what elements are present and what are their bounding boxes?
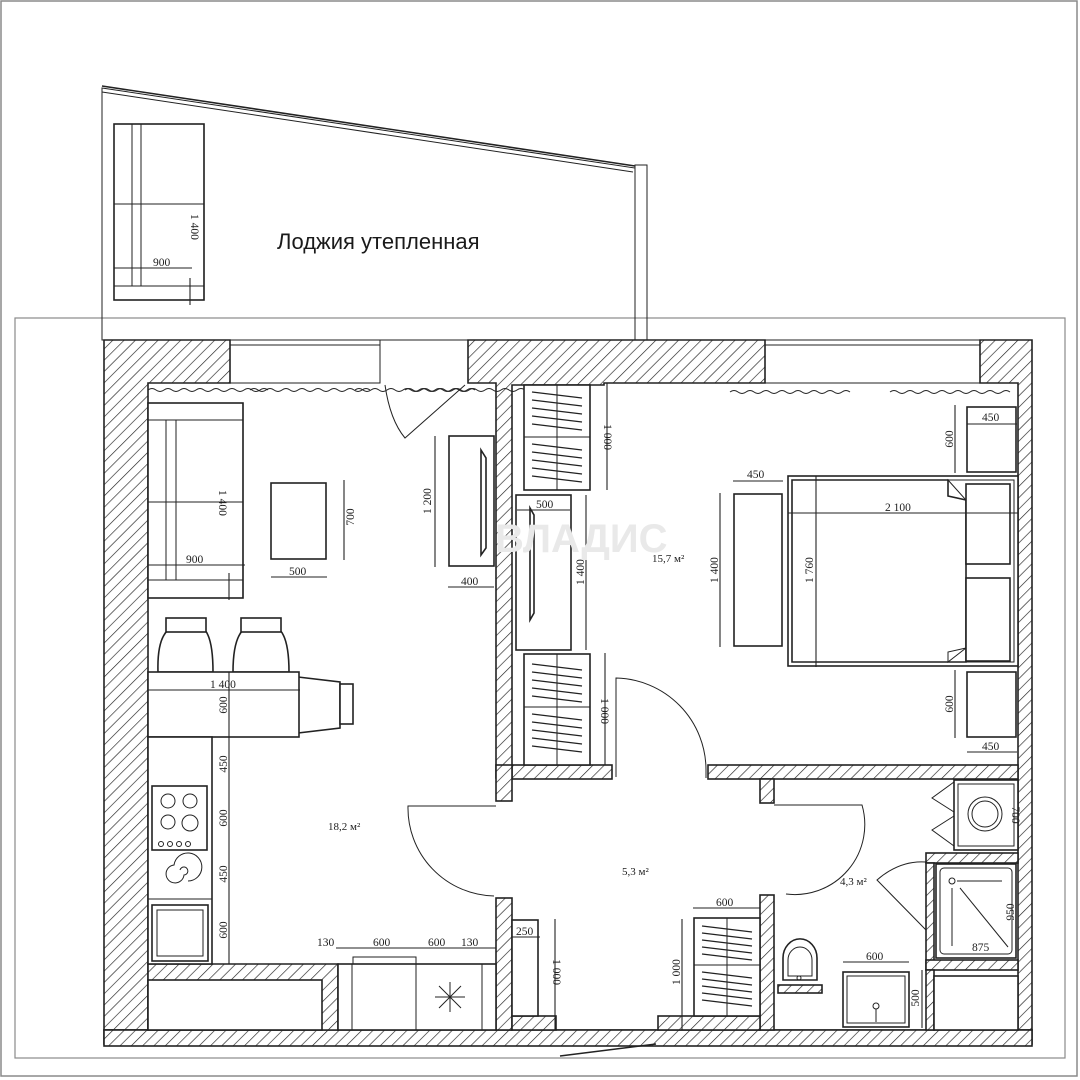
kitchen-seg-3-dim: 450	[218, 865, 230, 883]
stove	[151, 785, 208, 851]
dresser-width-dim: 450	[747, 469, 765, 481]
hallway-area: 5,3 м²	[622, 866, 649, 878]
hall-wardrobe	[693, 917, 761, 1017]
kitchen-bottom-1-dim: 130	[317, 937, 335, 949]
nightstand-bottom-width-dim: 450	[982, 741, 1000, 753]
hall-niche-length-dim: 1 000	[550, 959, 562, 985]
bathroom: 4,3 м² 700 875 950	[777, 778, 1021, 1031]
coffee-table-length-dim: 700	[345, 508, 357, 526]
nightstand-bottom-depth-dim: 600	[944, 695, 956, 713]
hall-niche-width-dim: 250	[516, 926, 534, 938]
loggia-title: Лоджия утепленная	[277, 229, 480, 254]
sofa-width-dim: 900	[186, 554, 204, 566]
entrance-door	[559, 1043, 657, 1057]
shower-width-dim: 875	[972, 942, 990, 954]
oven	[151, 904, 209, 962]
kitchen-bottom-units	[337, 963, 497, 1031]
kitchen-bottom-3-dim: 600	[428, 937, 446, 949]
wardrobe-top-length-dim: 1 000	[601, 424, 613, 450]
nightstand-top	[966, 406, 1017, 473]
coffee-table-width-dim: 500	[289, 566, 307, 578]
loggia: 900 1 400 Лоджия утепленная	[101, 85, 648, 341]
tv-unit-width-dim: 500	[536, 499, 554, 511]
bar-counter-length-dim: 1 400	[210, 679, 236, 691]
shower-door	[876, 861, 927, 931]
shower-length-dim: 950	[1005, 903, 1017, 921]
kitchen-bottom-2-dim: 600	[373, 937, 391, 949]
shower-tray	[935, 863, 1017, 959]
bed	[787, 475, 1019, 667]
living-kitchen: 900 1 400 500 700 1 200 400 1 400 600 45…	[147, 402, 497, 1031]
plan-frame	[14, 317, 1066, 1059]
toilet	[777, 938, 823, 994]
tv-stand-length-dim: 1 200	[422, 488, 434, 514]
bed-width-dim: 1 760	[804, 557, 816, 583]
hall-wardrobe-width-dim: 600	[716, 897, 734, 909]
dresser-length-dim: 1 400	[709, 557, 721, 583]
bathroom-area: 4,3 м²	[840, 876, 867, 888]
nightstand-top-depth-dim: 600	[944, 430, 956, 448]
washer-size-dim: 700	[1009, 806, 1021, 824]
hall-wardrobe-length-dim: 1 000	[671, 959, 683, 985]
bath-storage	[933, 975, 1019, 1031]
hall-niche	[511, 919, 539, 1017]
wardrobes: 1 000 500 1 400 1 000	[515, 383, 613, 766]
tv-stand-depth-dim: 400	[461, 576, 479, 588]
dresser	[733, 493, 783, 647]
bedroom: 15,7 м² 450 1 400 2 100 1 760 450 600 45…	[652, 405, 1019, 753]
balcony-door	[384, 384, 466, 439]
tv-unit-length-dim: 1 400	[575, 559, 587, 585]
sink-spiral-icon	[165, 852, 203, 884]
bed-length-dim: 2 100	[885, 502, 911, 514]
coffee-table	[270, 482, 327, 560]
sink-width-dim: 600	[866, 951, 884, 963]
kitchen-seg-4-dim: 600	[218, 921, 230, 939]
living-door	[407, 805, 496, 897]
bar-counter-depth-dim: 600	[218, 696, 230, 714]
fridge-star-icon	[435, 982, 465, 1012]
bar-counter	[147, 671, 300, 738]
washing-machine	[931, 779, 1019, 851]
loggia-sofa	[113, 123, 205, 305]
loggia-sofa-width-dim: 900	[153, 257, 171, 269]
tv-unit	[515, 494, 572, 651]
nightstand-bottom	[966, 671, 1017, 738]
sink-depth-dim: 500	[910, 989, 922, 1007]
living-kitchen-area: 18,2 м²	[328, 821, 361, 833]
hallway: 5,3 м² 250 1 000 600 1 000	[407, 677, 866, 1057]
bathroom-sink	[842, 971, 910, 1028]
nightstand-top-width-dim: 450	[982, 412, 1000, 424]
wardrobe-bottom-length-dim: 1 000	[598, 698, 610, 724]
bathroom-door	[774, 804, 866, 896]
tv-stand	[448, 435, 495, 567]
sofa	[147, 402, 245, 600]
kitchen-seg-2-dim: 600	[218, 809, 230, 827]
bedroom-area: 15,7 м²	[652, 553, 685, 565]
kitchen-seg-1-dim: 450	[218, 755, 230, 773]
bedroom-door	[615, 677, 707, 778]
watermark: ВЛАДИС	[495, 517, 667, 561]
walls	[103, 339, 1033, 1047]
loggia-sofa-length-dim: 1 400	[188, 214, 200, 240]
sofa-length-dim: 1 400	[216, 490, 228, 516]
bar-chairs	[157, 617, 354, 734]
kitchen-bottom-4-dim: 130	[461, 937, 479, 949]
